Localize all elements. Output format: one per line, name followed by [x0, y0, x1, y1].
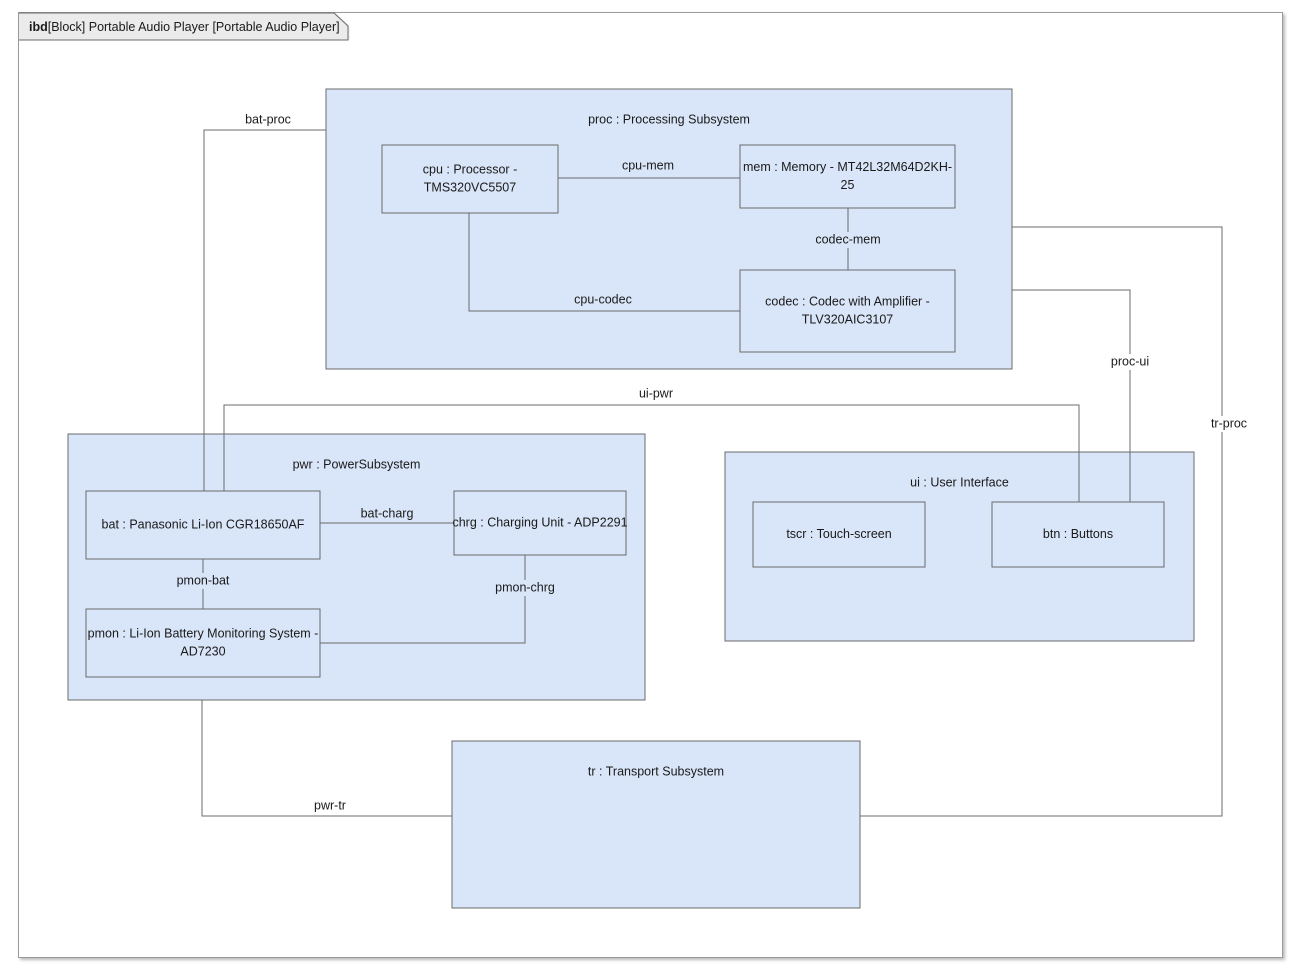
- svg-text:TMS320VC5507: TMS320VC5507: [424, 180, 516, 194]
- connector-label-bat-proc: bat-proc: [237, 112, 299, 128]
- svg-text:pmon-bat: pmon-bat: [177, 573, 230, 587]
- part-label-cpu: cpu : Processor - TMS320VC5507: [423, 162, 517, 194]
- connector-bat-proc[interactable]: [203, 129, 326, 491]
- svg-text:codec-mem: codec-mem: [815, 232, 880, 246]
- connector-label-proc-ui: proc-ui: [1102, 354, 1158, 370]
- connector-ui-pwr[interactable]: [223, 404, 1080, 502]
- connector-label-bat-charg: bat-charg: [353, 506, 421, 522]
- svg-text:btn : Buttons: btn : Buttons: [1043, 527, 1113, 541]
- part-block-codec[interactable]: [739, 269, 956, 353]
- svg-text:bat-charg: bat-charg: [361, 506, 414, 520]
- part-block-tr[interactable]: [451, 740, 861, 909]
- block-labels-layer: proc : Processing Subsystem cpu : Process…: [88, 112, 1113, 778]
- part-label-pmon: pmon : Li-Ion Battery Monitoring System …: [88, 626, 319, 658]
- part-label-tscr: tscr : Touch-screen: [786, 527, 891, 541]
- connector-label-pmon-chrg: pmon-chrg: [491, 580, 559, 596]
- part-block-pmon[interactable]: [85, 608, 321, 678]
- connector-label-pwr-tr: pwr-tr: [306, 798, 354, 814]
- connector-tr-proc[interactable]: [860, 226, 1223, 817]
- svg-text:25: 25: [841, 178, 855, 192]
- svg-text:cpu : Processor -: cpu : Processor -: [423, 162, 517, 176]
- svg-text:pwr-tr: pwr-tr: [314, 798, 346, 812]
- svg-text:mem : Memory - MT42L32M64D2KH-: mem : Memory - MT42L32M64D2KH-: [743, 160, 952, 174]
- svg-text:tr : Transport Subsystem: tr : Transport Subsystem: [588, 764, 724, 778]
- connector-label-cpu-codec: cpu-codec: [569, 292, 637, 308]
- svg-text:proc-ui: proc-ui: [1111, 354, 1149, 368]
- part-block-cpu[interactable]: [381, 144, 559, 214]
- connector-label-pmon-bat: pmon-bat: [172, 573, 234, 589]
- svg-text:pwr : PowerSubsystem: pwr : PowerSubsystem: [293, 457, 421, 471]
- svg-text:codec : Codec with Amplifier -: codec : Codec with Amplifier -: [765, 294, 930, 308]
- part-label-bat: bat : Panasonic Li-Ion CGR18650AF: [102, 517, 305, 531]
- connector-label-tr-proc: tr-proc: [1201, 416, 1257, 432]
- part-label-mem: mem : Memory - MT42L32M64D2KH- 25: [743, 160, 952, 192]
- svg-text:cpu-mem: cpu-mem: [622, 158, 674, 172]
- svg-text:chrg : Charging Unit - ADP2291: chrg : Charging Unit - ADP2291: [452, 515, 627, 529]
- svg-text:bat-proc: bat-proc: [245, 112, 291, 126]
- svg-text:tr-proc: tr-proc: [1211, 416, 1247, 430]
- svg-text:cpu-codec: cpu-codec: [574, 292, 632, 306]
- svg-text:AD7230: AD7230: [180, 644, 225, 658]
- connector-proc-ui[interactable]: [1012, 289, 1131, 502]
- svg-text:pmon : Li-Ion Battery Monitori: pmon : Li-Ion Battery Monitoring System …: [88, 626, 319, 640]
- part-label-chrg: chrg : Charging Unit - ADP2291: [452, 515, 627, 529]
- part-label-codec: codec : Codec with Amplifier - TLV320AIC3…: [765, 294, 930, 326]
- connector-label-cpu-mem: cpu-mem: [620, 158, 676, 174]
- part-block-mem[interactable]: [739, 144, 956, 209]
- svg-text:proc : Processing Subsystem: proc : Processing Subsystem: [588, 112, 750, 126]
- svg-text:bat : Panasonic Li-Ion CGR1865: bat : Panasonic Li-Ion CGR18650AF: [102, 517, 305, 531]
- part-block-bat[interactable]: [85, 490, 321, 560]
- part-block-tscr[interactable]: [752, 501, 926, 568]
- svg-text:TLV320AIC3107: TLV320AIC3107: [802, 312, 894, 326]
- part-label-ui: ui : User Interface: [910, 475, 1009, 489]
- connector-labels-layer: bat-proc cpu-mem codec-mem cpu-codec tr-proc…: [172, 112, 1257, 814]
- connector-label-codec-mem: codec-mem: [814, 232, 882, 248]
- part-block-btn[interactable]: [991, 501, 1165, 568]
- blocks-layer: [67, 88, 1195, 909]
- connector-label-ui-pwr: ui-pwr: [632, 386, 680, 402]
- part-label-proc: proc : Processing Subsystem: [588, 112, 750, 126]
- svg-text:tscr : Touch-screen: tscr : Touch-screen: [786, 527, 891, 541]
- part-label-tr: tr : Transport Subsystem: [588, 764, 724, 778]
- svg-text:ui-pwr: ui-pwr: [639, 386, 673, 400]
- connector-cpu-codec[interactable]: [468, 213, 740, 312]
- svg-text:pmon-chrg: pmon-chrg: [495, 580, 555, 594]
- part-label-pwr: pwr : PowerSubsystem: [293, 457, 421, 471]
- connector-pwr-tr[interactable]: [201, 700, 452, 817]
- part-block-chrg[interactable]: [453, 490, 627, 556]
- svg-text:ui : User Interface: ui : User Interface: [910, 475, 1009, 489]
- part-label-btn: btn : Buttons: [1043, 527, 1113, 541]
